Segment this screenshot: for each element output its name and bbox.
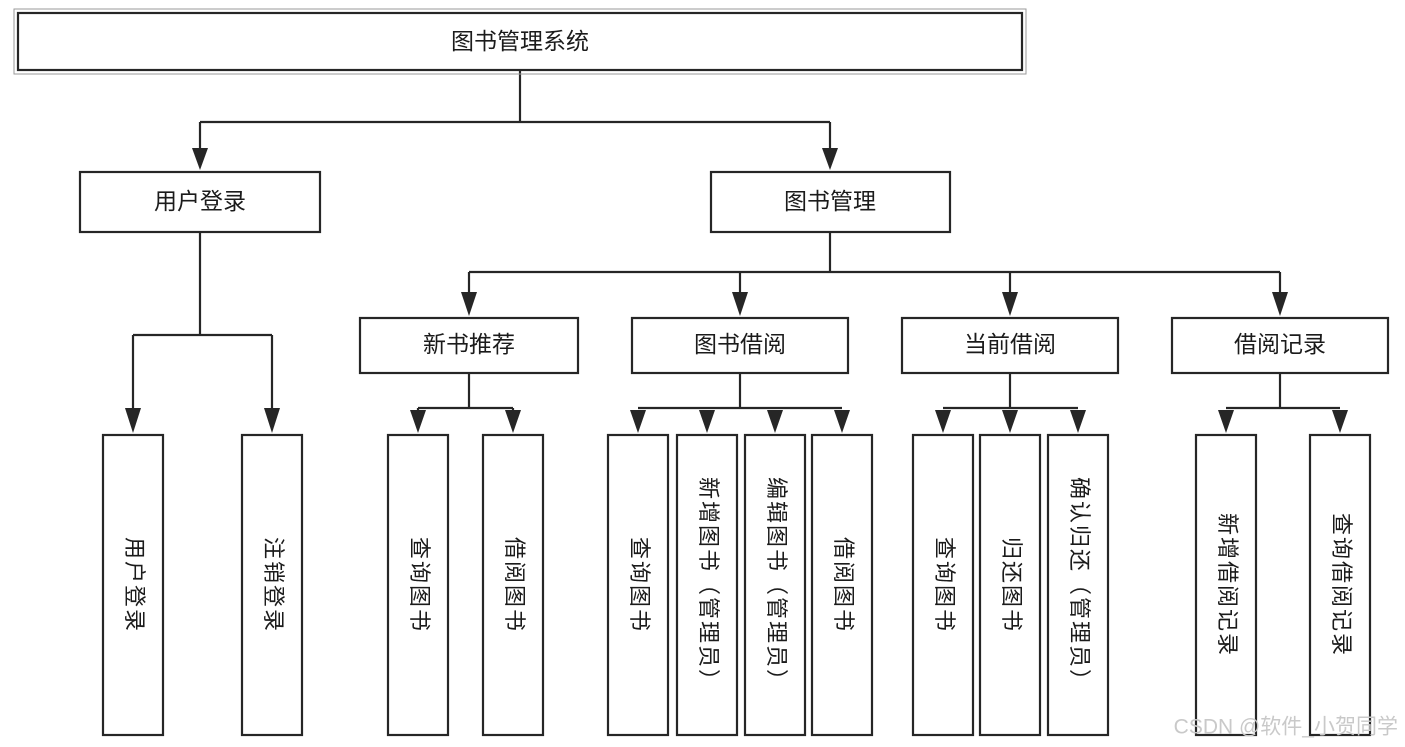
node-root-outline <box>13 8 1027 75</box>
node-leaf-query-book-cur-rect <box>911 433 975 737</box>
arrowhead-leaf-add-book <box>699 410 715 433</box>
node-leaf-user-login[interactable]: 用户登录 <box>101 433 165 737</box>
node-leaf-query-book-rec-label: 查询图书 <box>407 537 432 633</box>
node-leaf-query-book-borrow-rect <box>606 433 670 737</box>
node-book-manage-label: 图书管理 <box>784 188 876 214</box>
node-leaf-query-book-borrow-label: 查询图书 <box>627 537 652 633</box>
node-leaf-add-record-rect <box>1194 433 1258 737</box>
node-new-book-rec-rect <box>358 316 580 375</box>
node-leaf-return-book-label: 归还图书 <box>999 537 1024 633</box>
arrowhead-current-borrow <box>1002 292 1018 316</box>
node-book-borrow-label: 图书借阅 <box>694 331 786 357</box>
node-leaf-user-logout-label: 注销登录 <box>261 537 286 633</box>
node-new-book-rec[interactable]: 新书推荐 <box>358 316 580 375</box>
node-borrow-record[interactable]: 借阅记录 <box>1170 316 1390 375</box>
node-new-book-rec-label: 新书推荐 <box>423 331 515 357</box>
node-leaf-return-book[interactable]: 归还图书 <box>978 433 1042 737</box>
node-leaf-edit-book-label: 编辑图书（管理员） <box>764 477 789 693</box>
arrowhead-leaf-query-book-rec <box>410 410 426 433</box>
arrowhead-book-borrow <box>732 292 748 316</box>
node-book-manage[interactable]: 图书管理 <box>709 170 952 234</box>
arrowhead-new-book-rec <box>461 292 477 316</box>
arrowhead-leaf-borrow-book <box>834 410 850 433</box>
node-book-borrow[interactable]: 图书借阅 <box>630 316 850 375</box>
arrowhead-book-manage <box>822 148 838 170</box>
node-leaf-return-book-rect <box>978 433 1042 737</box>
node-leaf-borrow-book[interactable]: 借阅图书 <box>810 433 874 737</box>
node-current-borrow[interactable]: 当前借阅 <box>900 316 1120 375</box>
node-leaf-user-logout-rect <box>240 433 304 737</box>
arrowhead-leaf-query-book-cur <box>935 410 951 433</box>
arrowhead-leaf-borrow-book-rec <box>505 410 521 433</box>
arrowhead-leaf-user-logout <box>264 408 280 433</box>
node-root[interactable]: 图书管理系统 <box>13 8 1027 75</box>
arrowhead-leaf-return-book <box>1002 410 1018 433</box>
node-current-borrow-label: 当前借阅 <box>964 331 1056 357</box>
node-leaf-query-book-rec[interactable]: 查询图书 <box>386 433 450 737</box>
node-leaf-query-record-label: 查询借阅记录 <box>1329 513 1354 657</box>
node-current-borrow-rect <box>900 316 1120 375</box>
watermark: CSDN @软件_小贺同学 <box>1174 716 1398 739</box>
node-leaf-borrow-book-rect <box>810 433 874 737</box>
arrowhead-leaf-query-record <box>1332 410 1348 433</box>
arrowhead-leaf-edit-book <box>767 410 783 433</box>
node-leaf-add-record-label: 新增借阅记录 <box>1215 513 1240 657</box>
node-leaf-borrow-book-rec-rect <box>481 433 545 737</box>
node-user-login[interactable]: 用户登录 <box>78 170 322 234</box>
node-leaf-confirm-return[interactable]: 确认归还（管理员） <box>1046 433 1110 737</box>
node-leaf-add-book[interactable]: 新增图书（管理员） <box>675 433 739 737</box>
node-leaf-borrow-book-rec-label: 借阅图书 <box>502 537 527 633</box>
node-book-borrow-rect <box>630 316 850 375</box>
node-borrow-record-label: 借阅记录 <box>1234 331 1326 357</box>
node-leaf-borrow-book-label: 借阅图书 <box>831 537 856 633</box>
node-leaf-query-record-rect <box>1308 433 1372 737</box>
node-user-login-rect <box>78 170 322 234</box>
node-leaf-confirm-return-rect <box>1046 433 1110 737</box>
arrowhead-borrow-record <box>1272 292 1288 316</box>
arrowhead-leaf-query-book-borrow <box>630 410 646 433</box>
node-leaf-query-book-borrow[interactable]: 查询图书 <box>606 433 670 737</box>
node-leaf-user-login-rect <box>101 433 165 737</box>
node-leaf-query-record[interactable]: 查询借阅记录 <box>1308 433 1372 737</box>
node-leaf-edit-book[interactable]: 编辑图书（管理员） <box>743 433 807 737</box>
arrowhead-leaf-add-record <box>1218 410 1234 433</box>
node-leaf-add-book-rect <box>675 433 739 737</box>
arrowhead-leaf-confirm-return <box>1070 410 1086 433</box>
node-leaf-edit-book-rect <box>743 433 807 737</box>
node-leaf-borrow-book-rec[interactable]: 借阅图书 <box>481 433 545 737</box>
arrowhead-leaf-user-login <box>125 408 141 433</box>
node-leaf-add-record[interactable]: 新增借阅记录 <box>1194 433 1258 737</box>
node-leaf-query-book-cur[interactable]: 查询图书 <box>911 433 975 737</box>
node-user-login-label: 用户登录 <box>154 188 246 214</box>
node-leaf-user-login-label: 用户登录 <box>122 537 147 633</box>
node-book-manage-rect <box>709 170 952 234</box>
node-leaf-query-book-cur-label: 查询图书 <box>932 537 957 633</box>
arrowhead-user-login <box>192 148 208 170</box>
node-leaf-query-book-rec-rect <box>386 433 450 737</box>
node-root-label: 图书管理系统 <box>451 28 589 54</box>
connectors-layer <box>125 70 1348 433</box>
node-leaf-add-book-label: 新增图书（管理员） <box>696 477 721 693</box>
node-leaf-confirm-return-label: 确认归还（管理员） <box>1067 477 1092 693</box>
node-root-rect <box>16 11 1024 72</box>
node-leaf-user-logout[interactable]: 注销登录 <box>240 433 304 737</box>
node-borrow-record-rect <box>1170 316 1390 375</box>
